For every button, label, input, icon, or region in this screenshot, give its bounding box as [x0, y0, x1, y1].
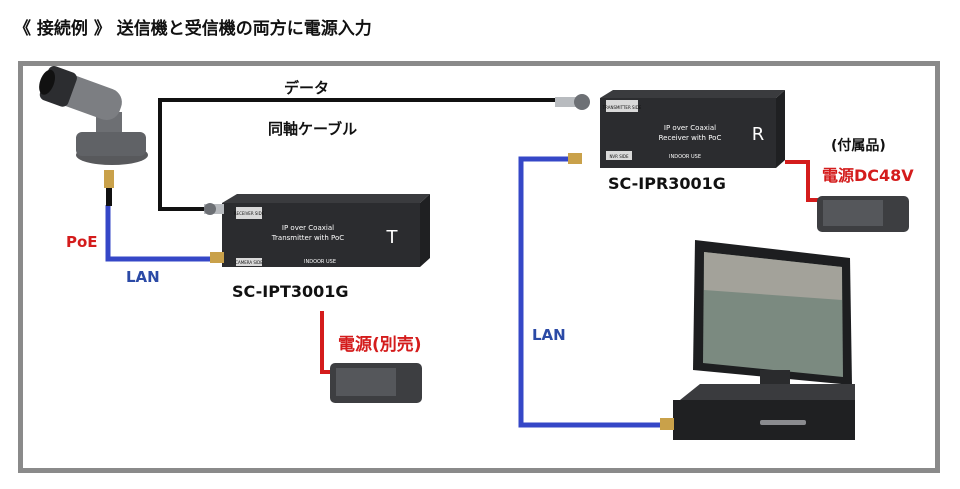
accessory-label: (付属品): [831, 138, 886, 154]
transmitter-letter: T: [386, 227, 399, 248]
nvr-recorder-icon: [660, 384, 855, 440]
coax-cable: [158, 98, 555, 211]
transmitter-indoor: INDOOR USE: [304, 259, 336, 265]
power-adapter-transmitter-icon: [330, 363, 422, 403]
power-dc48v-label: 電源DC48V: [822, 166, 914, 185]
receiver-port-bottom: NVR SIDE: [609, 154, 629, 159]
data-label: データ: [284, 79, 330, 97]
transmitter-port-top: RECEIVER SIDE: [234, 211, 265, 216]
lan-cable-right: [518, 156, 660, 428]
page-title: 《 接続例 》 送信機と受信機の両方に電源入力: [14, 19, 372, 39]
receiver-indoor: INDOOR USE: [669, 154, 701, 160]
poe-label: PoE: [66, 233, 98, 251]
transmitter-box-icon: [204, 194, 430, 267]
receiver-model: SC-IPR3001G: [608, 174, 726, 193]
transmitter-product-line2: Transmitter with PoC: [271, 234, 344, 242]
receiver-box-icon: [555, 90, 785, 168]
coax-label: 同軸ケーブル: [268, 120, 358, 138]
transmitter-port-bottom: CAMERA SIDE: [235, 260, 263, 265]
power-cable-transmitter: [320, 311, 336, 374]
receiver-product-line1: IP over Coaxial: [664, 124, 716, 132]
power-separate-label: 電源(別売): [338, 335, 422, 355]
lan-left-label: LAN: [126, 268, 160, 286]
monitor-icon: [693, 240, 852, 390]
lan-right-label: LAN: [532, 326, 566, 344]
lan-cable-left: [105, 205, 218, 262]
power-cable-receiver: [785, 160, 820, 202]
transmitter-model: SC-IPT3001G: [232, 282, 349, 301]
receiver-product-line2: Receiver with PoC: [659, 134, 722, 142]
power-adapter-receiver-icon: [817, 196, 909, 232]
receiver-port-top: TRANSMITTER SIDE: [602, 105, 642, 110]
transmitter-product-line1: IP over Coaxial: [282, 224, 334, 232]
receiver-letter: R: [752, 124, 765, 145]
camera-icon: [39, 66, 148, 206]
